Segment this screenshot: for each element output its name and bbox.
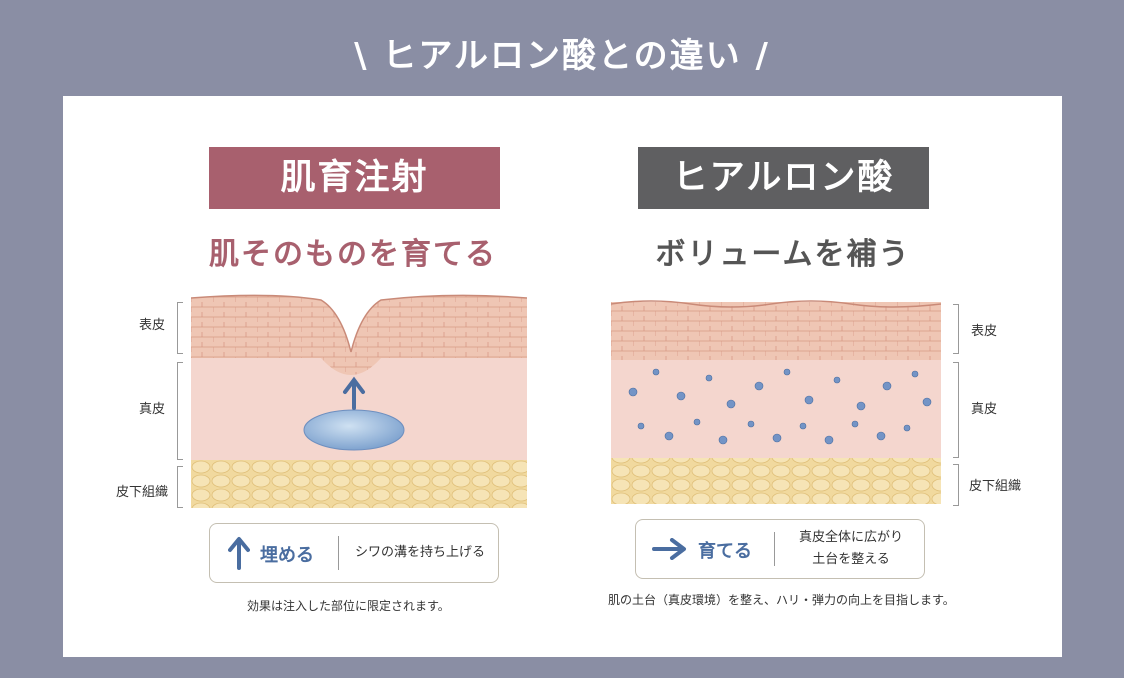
right-effect-desc-line1: 真皮全体に広がり: [798, 530, 903, 545]
page-title: \ ヒアルロン酸との違い /: [354, 36, 770, 76]
left-dermis-layer: [191, 352, 527, 460]
right-column-subtitle: ボリュームを補う: [655, 237, 911, 272]
hyaluronic-gel: [303, 409, 405, 451]
left-footnote: 効果は注入した部位に限定されます。: [247, 599, 450, 613]
lift-arrow-icon: [343, 376, 365, 410]
right-layer-subcutis: 皮下組織: [969, 479, 1022, 494]
right-bracket-dermis: [953, 362, 959, 458]
left-effect-divider: [338, 536, 339, 570]
right-effect-box: 育てる 真皮全体に広がり 土台を整える: [635, 519, 925, 579]
left-effect-box: 埋める シワの溝を持ち上げる: [209, 523, 499, 583]
left-column-label: 肌育注射: [209, 147, 500, 209]
right-bracket-epidermis: [953, 304, 959, 354]
right-column-label: ヒアルロン酸: [638, 147, 929, 209]
left-skin-diagram: [191, 294, 527, 508]
right-effect-key: 育てる: [698, 541, 752, 562]
right-dermis-layer: [611, 360, 941, 458]
right-layer-epidermis: 表皮: [971, 324, 998, 339]
left-layer-dermis: 真皮: [139, 402, 166, 417]
dispersed-particles: [628, 368, 932, 445]
right-footnote: 肌の土台（真皮環境）を整え、ハリ・弾力の向上を目指します。: [608, 593, 955, 607]
right-subcutis-layer: [611, 458, 941, 504]
right-skin-diagram: [611, 300, 941, 504]
right-bracket-subcutis: [953, 464, 959, 506]
left-layer-epidermis: 表皮: [139, 318, 166, 333]
left-column-subtitle: 肌そのものを育てる: [209, 237, 497, 272]
right-arrow-icon: [652, 538, 686, 560]
left-effect-desc: シワの溝を持ち上げる: [354, 545, 485, 560]
comparison-panel: 肌育注射 肌そのものを育てる 表皮 真皮 皮下組織: [63, 96, 1062, 657]
left-bracket-dermis: [177, 362, 183, 460]
up-arrow-icon: [228, 537, 250, 570]
right-layer-dermis: 真皮: [971, 402, 998, 417]
left-bracket-epidermis: [177, 302, 183, 354]
left-effect-key: 埋める: [260, 545, 314, 566]
right-effect-desc-line2: 土台を整える: [812, 552, 890, 567]
left-subcutis-layer: [191, 460, 527, 508]
left-bracket-subcutis: [177, 466, 183, 508]
left-epidermis-layer: [191, 295, 527, 375]
right-epidermis-layer: [611, 302, 941, 360]
right-effect-divider: [774, 532, 775, 566]
left-layer-subcutis: 皮下組織: [116, 485, 169, 500]
